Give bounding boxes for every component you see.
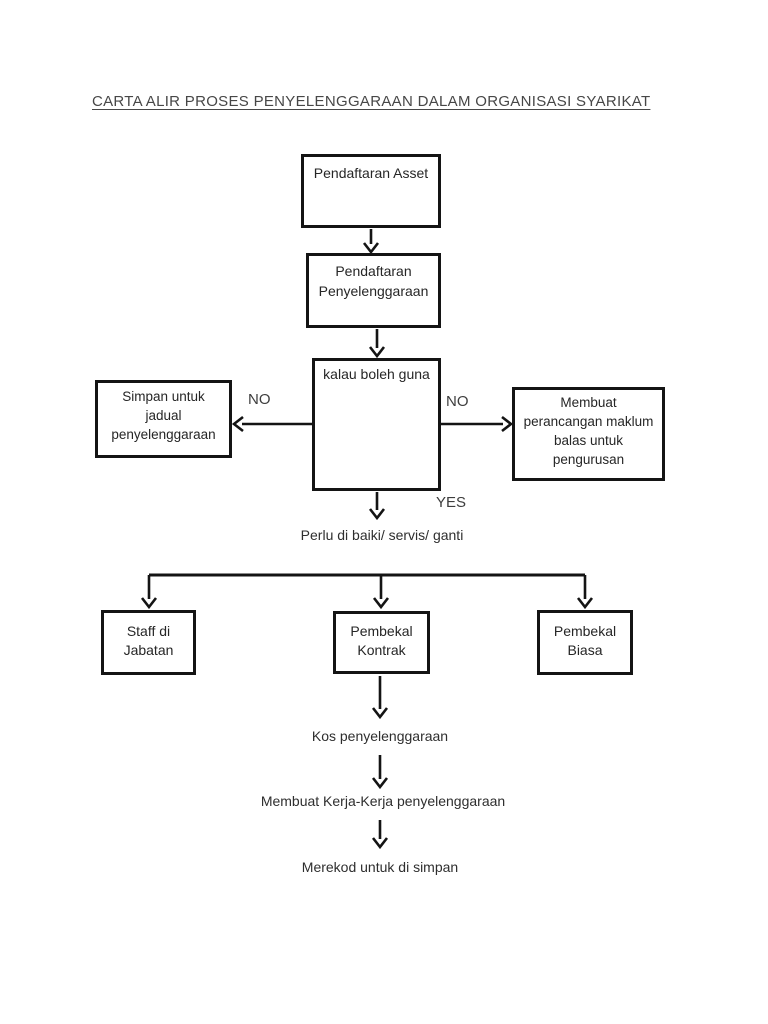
arrow-decision-to-plan-no (441, 415, 514, 433)
node-pendaftaran-penyelenggaraan: Pendaftaran Penyelenggaraan (306, 253, 441, 328)
step-label-kos-penyelenggaraan: Kos penyelenggaraan (311, 728, 449, 744)
arrow-contract-to-cost (371, 676, 389, 720)
node-staff-di-jabatan: Staff di Jabatan (101, 610, 196, 675)
arrow-work-to-record (371, 820, 389, 850)
arrow-decision-to-save-no (231, 415, 312, 433)
arrow-decision-down-yes (368, 492, 386, 521)
node-pembekal-biasa: Pembekal Biasa (537, 610, 633, 675)
page-title: CARTA ALIR PROSES PENYELENGGARAAN DALAM … (92, 93, 651, 110)
step-label-perlu-dibaiki: Perlu di baiki/ servis/ ganti (300, 527, 464, 543)
edge-label-no-right: NO (446, 393, 469, 410)
edge-label-yes: YES (436, 494, 467, 511)
edge-label-no-left: NO (248, 391, 271, 408)
node-membuat-perancangan: Membuat perancangan maklum balas untuk p… (512, 387, 665, 481)
node-pendaftaran-asset: Pendaftaran Asset (301, 154, 441, 228)
node-simpan-untuk-jadual: Simpan untuk jadual penyelenggaraan (95, 380, 232, 458)
node-kalau-boleh-guna: kalau boleh guna (312, 358, 441, 491)
arrow-registration-to-decision (368, 329, 386, 359)
step-label-membuat-kerja: Membuat Kerja-Kerja penyelenggaraan (260, 793, 506, 809)
arrow-cost-to-work (371, 755, 389, 790)
step-label-merekod: Merekod untuk di simpan (301, 859, 459, 875)
arrow-asset-to-registration (362, 229, 380, 255)
branch-line-three-way (140, 573, 594, 610)
node-pembekal-kontrak: Pembekal Kontrak (333, 611, 430, 674)
